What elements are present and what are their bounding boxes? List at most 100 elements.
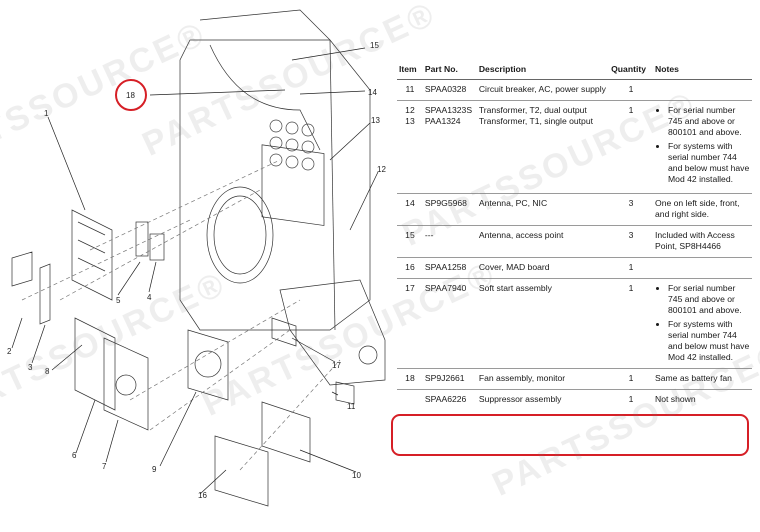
- callout-6: 6: [72, 451, 77, 460]
- panel-7: [103, 337, 149, 431]
- row-quantity: 1: [628, 394, 634, 404]
- callout-13: 13: [371, 116, 380, 125]
- callout-4: 4: [147, 293, 152, 302]
- row-description: Soft start assembly: [476, 278, 610, 369]
- callout-7: 7: [102, 462, 107, 471]
- row-description: Transformer, T2, dual output Transformer…: [476, 100, 610, 194]
- parts-table: Item Part No. Description Quantity Notes…: [397, 61, 752, 410]
- bracket-3: [39, 263, 51, 325]
- table-row: SPAA6226 Suppressor assembly 1 Not shown: [397, 390, 752, 411]
- row-quantity: 3: [609, 193, 654, 226]
- module-4: [149, 233, 165, 261]
- table-row: 14 SP9G5968 Antenna, PC, NIC 3 One on le…: [397, 193, 752, 226]
- callout-labels: 1 2 3 4 5 6 7 8 9 10 11 12 13 14 15 16 1…: [7, 41, 386, 500]
- row-item: 17: [397, 278, 423, 369]
- header-quantity: Quantity: [609, 61, 654, 80]
- row-notes: Same as battery fan: [653, 368, 752, 390]
- row-18-highlight-box: [391, 414, 749, 456]
- row-notes: One on left side, front, and right side.: [653, 193, 752, 226]
- row-description: Suppressor assembly: [478, 394, 562, 404]
- guide-lines: [21, 159, 341, 471]
- callout-16: 16: [198, 491, 207, 500]
- callout-18-highlight: 18: [115, 79, 147, 111]
- table-row: 12 13 SPAA1323S PAA1324 Transformer, T2,…: [397, 100, 752, 194]
- row-fade: [393, 456, 753, 466]
- module-5: [135, 221, 149, 257]
- row-part: ---: [422, 225, 477, 258]
- bracket-2: [11, 251, 33, 287]
- vent-panel: [261, 144, 325, 226]
- callout-1: 1: [44, 109, 49, 118]
- exploded-parts-diagram: 1 2 3 4 5 6 7 8 9 10 11 12 13 14 15 16 1…: [7, 9, 386, 507]
- softstart-17: [271, 317, 297, 347]
- callout-3: 3: [28, 363, 33, 372]
- row-item: 12 13: [397, 100, 423, 194]
- row-item: 11: [397, 79, 423, 101]
- callout-10: 10: [352, 471, 361, 480]
- row-description: Circuit breaker, AC, power supply: [476, 79, 610, 101]
- row-quantity: 1: [609, 257, 654, 279]
- row-notes: Not shown: [655, 394, 696, 404]
- header-notes: Notes: [653, 61, 752, 80]
- header-item: Item: [397, 61, 423, 80]
- fan-housing: [187, 329, 229, 401]
- callout-2: 2: [7, 347, 12, 356]
- wheel-inner: [213, 195, 267, 275]
- note-bullet: For serial number 745 and above or 80010…: [668, 283, 750, 316]
- panel-7-gauge: [115, 374, 137, 396]
- row-item: 14: [397, 193, 423, 226]
- row-part: SPAA7940: [422, 278, 477, 369]
- row-item: 18: [397, 368, 423, 390]
- row-item: 15: [397, 225, 423, 258]
- table-row: 11 SPAA0328 Circuit breaker, AC, power s…: [397, 79, 752, 101]
- row-part: SPAA0328: [422, 79, 477, 101]
- callout-9: 9: [152, 465, 157, 474]
- row-item: 16: [397, 257, 423, 279]
- table-row: 16 SPAA1258 Cover, MAD board 1: [397, 257, 752, 279]
- callout-15: 15: [370, 41, 379, 50]
- callout-17: 17: [332, 361, 341, 370]
- row-description: Fan assembly, monitor: [476, 368, 610, 390]
- row-quantity: 1: [609, 368, 654, 390]
- row-item: [397, 390, 423, 411]
- row-quantity: 1: [609, 278, 654, 369]
- row-description: Antenna, PC, NIC: [476, 193, 610, 226]
- row-description: Cover, MAD board: [476, 257, 610, 279]
- note-bullet: For systems with serial number 744 and b…: [668, 319, 750, 363]
- row-description: Antenna, access point: [476, 225, 610, 258]
- base-rail: [279, 279, 386, 386]
- callout-14: 14: [368, 88, 377, 97]
- wheel: [206, 186, 274, 284]
- frame-top-arm: [199, 9, 331, 41]
- row-notes: [653, 257, 752, 279]
- row-quantity: 1: [609, 100, 654, 194]
- row-notes: For serial number 745 and above or 80010…: [653, 100, 752, 194]
- notes-bullet-list: For serial number 745 and above or 80010…: [655, 283, 750, 363]
- table-row: 15 --- Antenna, access point 3 Included …: [397, 225, 752, 258]
- notes-bullet-list: For serial number 745 and above or 80010…: [655, 105, 750, 185]
- header-description: Description: [476, 61, 610, 80]
- header-part: Part No.: [422, 61, 477, 80]
- cover-16: [214, 435, 269, 507]
- part-11: [335, 381, 355, 405]
- table-row-highlighted: 18 SP9J2661 Fan assembly, monitor 1 Same…: [397, 368, 752, 390]
- leader-lines: [11, 47, 379, 495]
- frame-side: [329, 39, 336, 331]
- panel-6: [74, 317, 116, 411]
- callout-18: 18: [126, 91, 135, 100]
- base-knob: [358, 345, 378, 365]
- table-header-row: Item Part No. Description Quantity Notes: [397, 61, 752, 80]
- table-row: 17 SPAA7940 Soft start assembly 1 For se…: [397, 278, 752, 369]
- note-bullet: For serial number 745 and above or 80010…: [668, 105, 750, 138]
- callout-5: 5: [116, 296, 121, 305]
- callout-8: 8: [45, 367, 50, 376]
- callout-12: 12: [377, 165, 386, 174]
- callout-11: 11: [347, 402, 356, 411]
- row-notes: [653, 79, 752, 101]
- row-part: SP9G5968: [422, 193, 477, 226]
- vent-holes: [269, 119, 315, 171]
- notes-clip: For serial number 745 and above or 80010…: [655, 283, 750, 363]
- row-notes: Included with Access Point, SP8H4466: [653, 225, 752, 258]
- row-part: SPAA1323S PAA1324: [422, 100, 477, 194]
- row-part: SPAA6226: [424, 394, 467, 404]
